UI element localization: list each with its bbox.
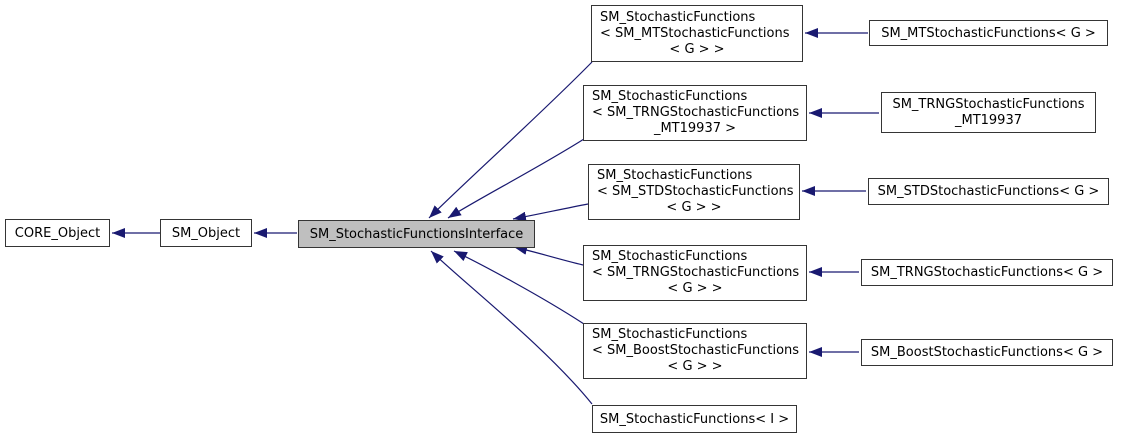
node-label: SM_BoostStochasticFunctions< G >: [870, 345, 1104, 360]
edge-tmpltrngmt19937-interface: [447, 138, 585, 219]
node-sm-object[interactable]: SM_Object: [160, 219, 252, 247]
node-label-line3: _MT19937 >: [653, 121, 737, 136]
edge-tmplmt-interface: [428, 61, 593, 219]
node-label-line2: _MT19937: [954, 112, 1022, 128]
node-tmpl-booststochasticfunctions[interactable]: SM_StochasticFunctions < SM_BoostStochas…: [583, 323, 807, 379]
node-label-line2: < SM_TRNGStochasticFunctions: [592, 105, 800, 120]
node-label-line3: < G > >: [669, 41, 725, 57]
node-mtstochasticfunctions[interactable]: SM_MTStochasticFunctions< G >: [869, 20, 1108, 46]
node-label-line1: SM_TRNGStochasticFunctions: [892, 96, 1085, 112]
node-booststochasticfunctions[interactable]: SM_BoostStochasticFunctions< G >: [861, 339, 1113, 366]
node-label-line2: < SM_MTStochasticFunctions: [600, 25, 790, 41]
node-tmpl-trngstochasticfunctions-mt19937[interactable]: SM_StochasticFunctions < SM_TRNGStochast…: [583, 85, 807, 141]
node-label-line1: SM_StochasticFunctions: [592, 249, 748, 264]
node-core-object[interactable]: CORE_Object: [5, 219, 110, 247]
node-label-line2: < SM_BoostStochasticFunctions: [592, 343, 800, 358]
node-label-line1: SM_StochasticFunctions: [600, 9, 756, 25]
node-label-line2: < SM_STDStochasticFunctions: [597, 184, 794, 199]
node-label: SM_MTStochasticFunctions< G >: [881, 25, 1096, 41]
node-label-line1: SM_StochasticFunctions: [592, 327, 748, 342]
node-label-line3: < G > >: [666, 200, 722, 215]
node-stdstochasticfunctions[interactable]: SM_STDStochasticFunctions< G >: [868, 178, 1109, 205]
node-interface-current: SM_StochasticFunctionsInterface: [298, 220, 535, 248]
node-label-line1: SM_StochasticFunctions: [597, 168, 753, 183]
node-label: SM_StochasticFunctionsInterface: [309, 226, 524, 242]
node-label-line3: < G > >: [667, 281, 723, 296]
edge-tmplstd-interface: [512, 203, 589, 222]
node-tmpl-trngstochasticfunctions[interactable]: SM_StochasticFunctions < SM_TRNGStochast…: [583, 245, 807, 301]
node-tmpl-stdstochasticfunctions[interactable]: SM_StochasticFunctions < SM_STDStochasti…: [588, 164, 800, 220]
node-label-line3: < G > >: [667, 359, 723, 374]
node-trngstochasticfunctions[interactable]: SM_TRNGStochasticFunctions< G >: [861, 259, 1113, 286]
edge-tmpltrng-interface: [513, 245, 584, 266]
node-trngstochasticfunctions-mt19937[interactable]: SM_TRNGStochasticFunctions _MT19937: [881, 92, 1096, 133]
node-tmpl-stochasticfunctions-i[interactable]: SM_StochasticFunctions< I >: [592, 405, 797, 433]
node-label: SM_STDStochasticFunctions< G >: [877, 184, 1100, 199]
node-label: SM_TRNGStochasticFunctions< G >: [870, 265, 1104, 280]
node-label: CORE_Object: [14, 225, 101, 241]
edge-tmpli-interface: [430, 250, 593, 405]
node-label: SM_Object: [171, 225, 241, 241]
node-label-line2: < SM_TRNGStochasticFunctions: [592, 265, 800, 280]
node-label: SM_StochasticFunctions< I >: [599, 411, 790, 427]
node-label-line1: SM_StochasticFunctions: [592, 89, 748, 104]
node-tmpl-mtstochasticfunctions[interactable]: SM_StochasticFunctions < SM_MTStochastic…: [591, 5, 803, 62]
edge-tmplboost-interface: [453, 250, 585, 325]
